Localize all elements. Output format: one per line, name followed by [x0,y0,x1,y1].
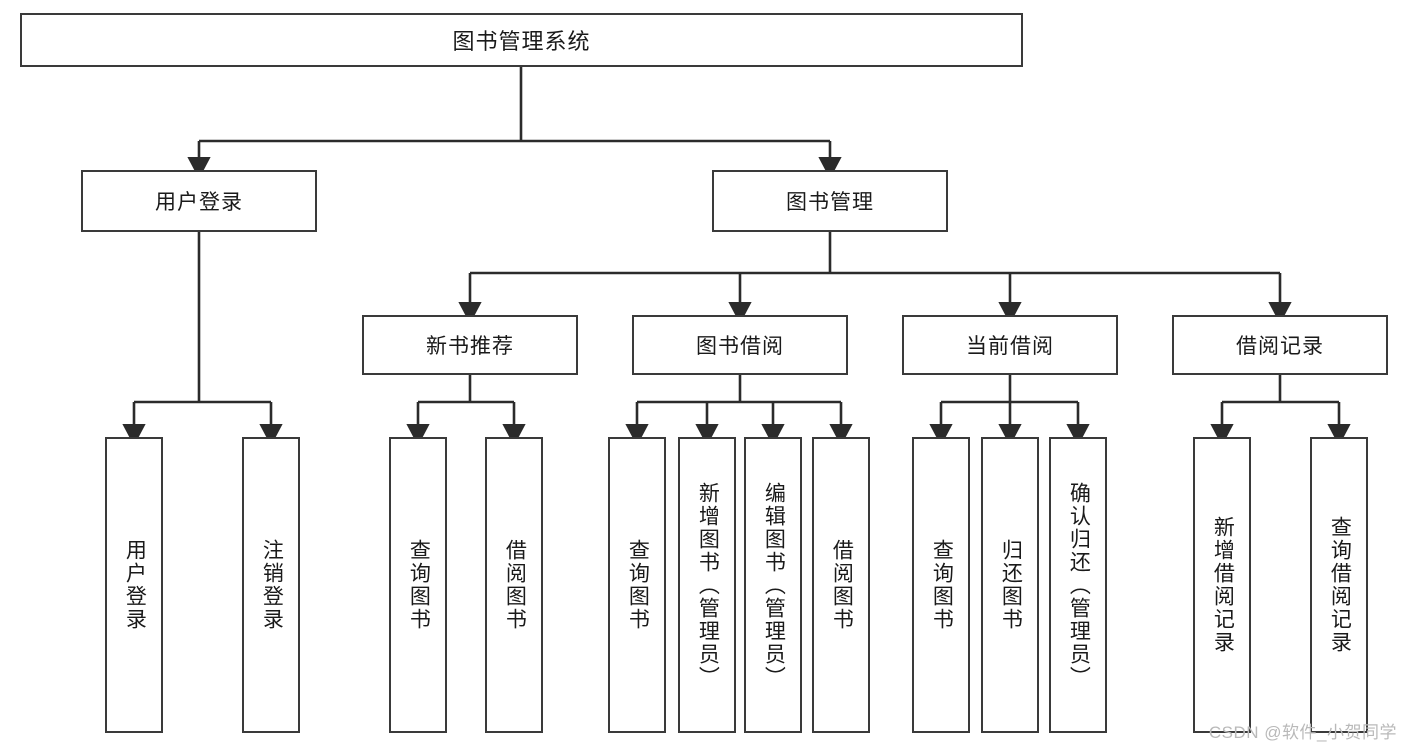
node-label: 查询图书 [407,539,431,631]
node-label: 借阅图书 [830,539,854,631]
node-label: 确认归还（管理员） [1067,481,1091,689]
node-label: 借阅记录 [1236,335,1324,358]
leaf-current-borrow-query-book[interactable]: 查询图书 [912,437,970,733]
leaf-book-borrow-query-book[interactable]: 查询图书 [608,437,666,733]
node-user-login[interactable]: 用户登录 [81,170,317,232]
node-label: 注销登录 [260,539,284,631]
leaf-new-book-query-book[interactable]: 查询图书 [389,437,447,733]
leaf-book-borrow-edit-book-admin[interactable]: 编辑图书（管理员） [744,437,802,733]
node-label: 查询图书 [930,539,954,631]
node-label: 当前借阅 [966,335,1054,358]
leaf-borrow-record-add-record[interactable]: 新增借阅记录 [1193,437,1251,733]
node-label: 借阅图书 [503,539,527,631]
node-label: 查询借阅记录 [1328,516,1352,654]
node-label: 图书管理系统 [452,29,591,54]
node-label: 新增借阅记录 [1211,516,1235,654]
node-current-borrow[interactable]: 当前借阅 [902,315,1118,375]
node-label: 查询图书 [626,539,650,631]
node-label: 归还图书 [999,539,1023,631]
leaf-current-borrow-confirm-return-admin[interactable]: 确认归还（管理员） [1049,437,1107,733]
leaf-user-login-login[interactable]: 用户登录 [105,437,163,733]
leaf-book-borrow-borrow-book[interactable]: 借阅图书 [812,437,870,733]
node-root-book-management-system[interactable]: 图书管理系统 [20,13,1023,67]
node-label: 图书管理 [786,191,874,214]
leaf-book-borrow-add-book-admin[interactable]: 新增图书（管理员） [678,437,736,733]
node-book-management[interactable]: 图书管理 [712,170,948,232]
leaf-current-borrow-return-book[interactable]: 归还图书 [981,437,1039,733]
node-label: 编辑图书（管理员） [762,481,786,689]
node-label: 新增图书（管理员） [696,481,720,689]
node-label: 用户登录 [123,539,147,631]
leaf-user-login-logout[interactable]: 注销登录 [242,437,300,733]
leaf-new-book-borrow-book[interactable]: 借阅图书 [485,437,543,733]
leaf-borrow-record-query-record[interactable]: 查询借阅记录 [1310,437,1368,733]
node-label: 图书借阅 [696,335,784,358]
node-borrow-record[interactable]: 借阅记录 [1172,315,1388,375]
node-book-borrow[interactable]: 图书借阅 [632,315,848,375]
node-new-book-recommend[interactable]: 新书推荐 [362,315,578,375]
node-label: 新书推荐 [426,335,514,358]
watermark-text: CSDN @软件_小贺同学 [1208,723,1397,742]
node-label: 用户登录 [155,191,243,214]
